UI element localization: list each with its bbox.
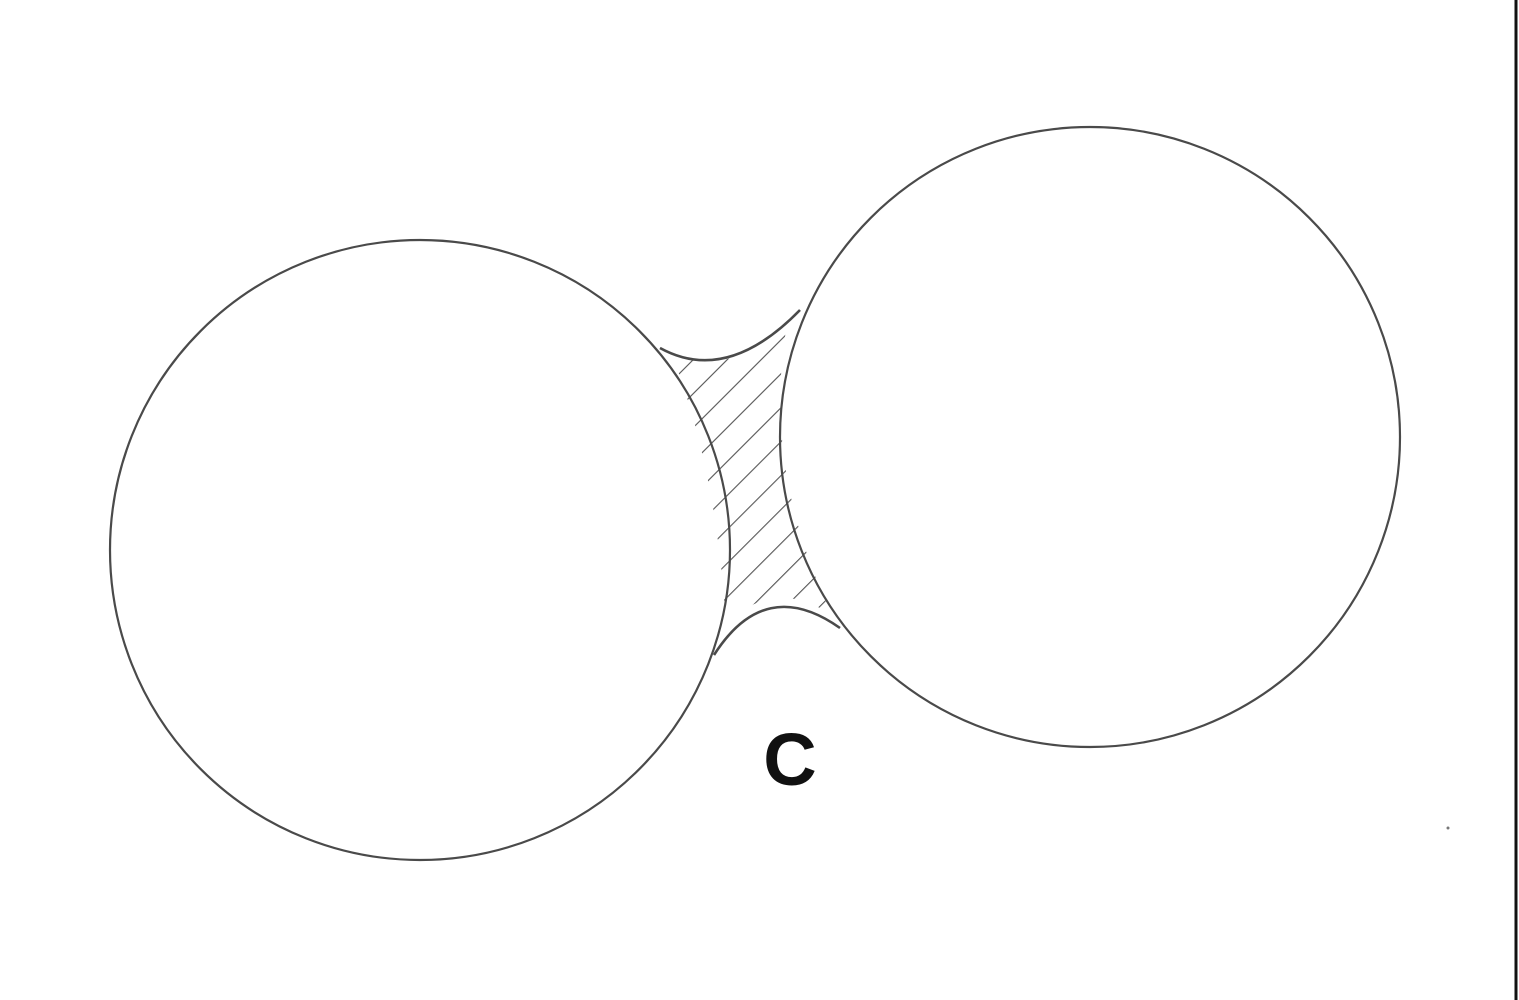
top-bridge-arc	[659, 309, 801, 362]
scan-speck	[1446, 826, 1450, 830]
left-circle	[108, 238, 732, 862]
bottom-bridge-arc	[712, 605, 841, 656]
region-label-c: C	[763, 718, 816, 801]
right-circle	[778, 125, 1402, 749]
hatched-neck-region	[672, 330, 832, 627]
